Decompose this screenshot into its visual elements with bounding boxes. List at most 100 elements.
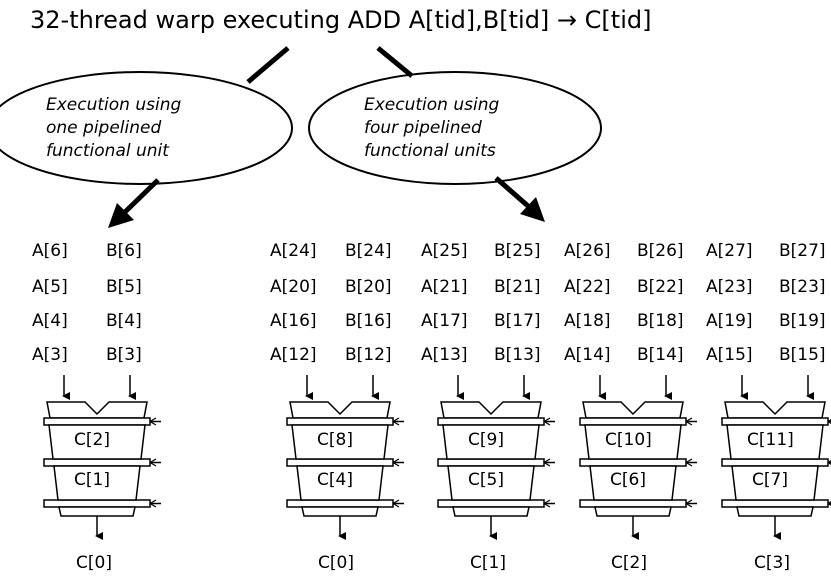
pipeline-register — [437, 499, 545, 508]
pipeline-stage-1 — [291, 424, 389, 460]
clock-marker — [149, 417, 157, 426]
right-oval-line: functional units — [364, 141, 496, 161]
input-b-label: B[21] — [494, 277, 541, 297]
input-a-label: A[18] — [564, 311, 611, 331]
pipeline-register — [437, 458, 545, 467]
pipeline-stage-1 — [48, 424, 146, 460]
title-to-left-oval-line — [246, 46, 290, 84]
stage-label: C[9] — [468, 430, 504, 450]
input-b-label: B[25] — [494, 241, 541, 261]
pipelined-functional-unit — [437, 375, 555, 540]
input-a-label: A[21] — [421, 277, 468, 297]
input-a-label: A[3] — [32, 345, 68, 365]
stage-label: C[6] — [610, 470, 646, 490]
pipeline-register — [286, 499, 394, 508]
pipelined-functional-unit — [721, 375, 831, 540]
pipeline-stage-1 — [726, 424, 824, 460]
adder-top-stage — [440, 401, 542, 419]
pipeline-register — [43, 458, 151, 467]
pipeline-register — [43, 499, 151, 508]
input-b-label: B[5] — [106, 277, 142, 297]
adder-top-stage — [289, 401, 391, 419]
input-b-label: B[3] — [106, 345, 142, 365]
input-a-label: A[17] — [421, 311, 468, 331]
pipeline-register — [437, 417, 545, 426]
input-a-label: A[14] — [564, 345, 611, 365]
pipeline-stage-3 — [594, 506, 672, 517]
adder-top-stage — [724, 401, 826, 419]
input-b-label: B[26] — [637, 241, 684, 261]
pipelined-functional-unit — [286, 375, 404, 540]
input-a-label: A[24] — [270, 241, 317, 261]
input-b-label: B[18] — [637, 311, 684, 331]
input-a-label: A[25] — [421, 241, 468, 261]
left-oval-text: Execution using one pipelined functional… — [46, 94, 181, 163]
clock-marker — [392, 499, 400, 508]
stage-label: C[5] — [468, 470, 504, 490]
left-oval — [0, 71, 293, 185]
pipeline-stage-3 — [736, 506, 814, 517]
input-b-label: B[15] — [779, 345, 826, 365]
stage-label: C[8] — [317, 430, 353, 450]
clock-marker — [543, 458, 551, 467]
clock-marker — [685, 458, 693, 467]
clock-marker — [827, 419, 831, 424]
output-label: C[2] — [611, 553, 647, 573]
stage-label: C[7] — [752, 470, 788, 490]
pipeline-stage-1 — [442, 424, 540, 460]
pipeline-register — [579, 499, 687, 508]
input-b-label: B[27] — [779, 241, 826, 261]
clock-marker — [827, 460, 831, 465]
stage-label: C[4] — [317, 470, 353, 490]
output-label: C[1] — [470, 553, 506, 573]
output-label: C[0] — [76, 553, 112, 573]
pipeline-stage-3 — [58, 506, 136, 517]
input-b-label: B[19] — [779, 311, 826, 331]
title-to-right-oval-line — [376, 46, 414, 78]
input-b-label: B[20] — [345, 277, 392, 297]
pipeline-register — [721, 417, 829, 426]
input-b-label: B[4] — [106, 311, 142, 331]
pipeline-stage-2 — [589, 465, 677, 501]
input-b-label: B[22] — [637, 277, 684, 297]
pipeline-register — [43, 417, 151, 426]
stage-label: C[10] — [605, 430, 652, 450]
input-a-label: A[19] — [706, 311, 753, 331]
pipelined-functional-unit — [579, 375, 697, 540]
stage-label: C[1] — [74, 470, 110, 490]
pipeline-stage-2 — [447, 465, 535, 501]
stage-label: C[2] — [74, 430, 110, 450]
left-oval-line: Execution using — [46, 95, 182, 115]
input-a-label: A[26] — [564, 241, 611, 261]
pipeline-stage-2 — [296, 465, 384, 501]
pipeline-register — [579, 417, 687, 426]
left-oval-line: one pipelined — [46, 118, 162, 138]
output-label: C[3] — [754, 553, 790, 573]
pipeline-stage-3 — [301, 506, 379, 517]
pipeline-register — [286, 458, 394, 467]
input-a-label: A[13] — [421, 345, 468, 365]
input-a-label: A[5] — [32, 277, 68, 297]
clock-marker — [543, 417, 551, 426]
input-b-label: B[6] — [106, 241, 142, 261]
clock-marker — [827, 501, 831, 506]
right-oval-line: four pipelined — [364, 118, 482, 138]
right-oval-text: Execution using four pipelined functiona… — [364, 94, 499, 163]
input-a-label: A[12] — [270, 345, 317, 365]
clock-marker — [543, 499, 551, 508]
pipeline-register — [721, 499, 829, 508]
input-a-label: A[20] — [270, 277, 317, 297]
input-b-label: B[23] — [779, 277, 826, 297]
clock-marker — [685, 499, 693, 508]
clock-marker — [392, 458, 400, 467]
right-oval-line: Execution using — [364, 95, 500, 115]
clock-marker — [685, 417, 693, 426]
clock-marker — [149, 499, 157, 508]
left-oval-down-arrow — [108, 178, 160, 228]
adder-top-stage — [582, 401, 684, 419]
input-a-label: A[22] — [564, 277, 611, 297]
input-a-label: A[23] — [706, 277, 753, 297]
right-oval — [308, 71, 602, 185]
